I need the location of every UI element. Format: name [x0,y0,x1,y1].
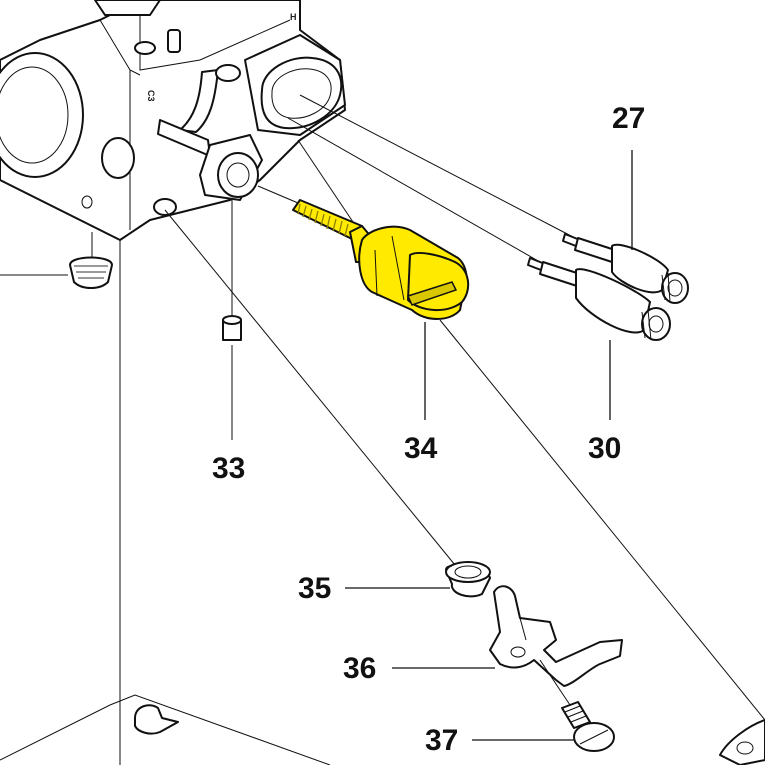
base-plate [0,694,331,765]
part-37-screw [539,659,615,752]
callout-leaders [345,150,633,741]
callout-33: 33 [212,452,245,485]
callout-35: 35 [298,572,331,605]
part-33-sleeve [222,315,242,341]
part-35-bushing [445,561,491,598]
callout-34: 34 [404,432,438,465]
callout-27: 27 [612,102,645,135]
carburetor-body: H C3 [0,0,346,241]
callout-36: 36 [343,652,376,685]
callout-30: 30 [588,432,621,465]
body-mark-h: H [290,12,297,22]
part-27-needle [562,233,689,304]
part-30-needle [527,257,671,341]
partial-lever-bottom-right [719,719,765,765]
filter-screen [69,256,113,289]
part-34-highlighted-screw [292,199,470,320]
axis-lines [0,94,765,765]
callout-37: 37 [425,724,458,757]
part-36-lever [489,585,623,687]
body-mark-c3: C3 [146,90,156,102]
